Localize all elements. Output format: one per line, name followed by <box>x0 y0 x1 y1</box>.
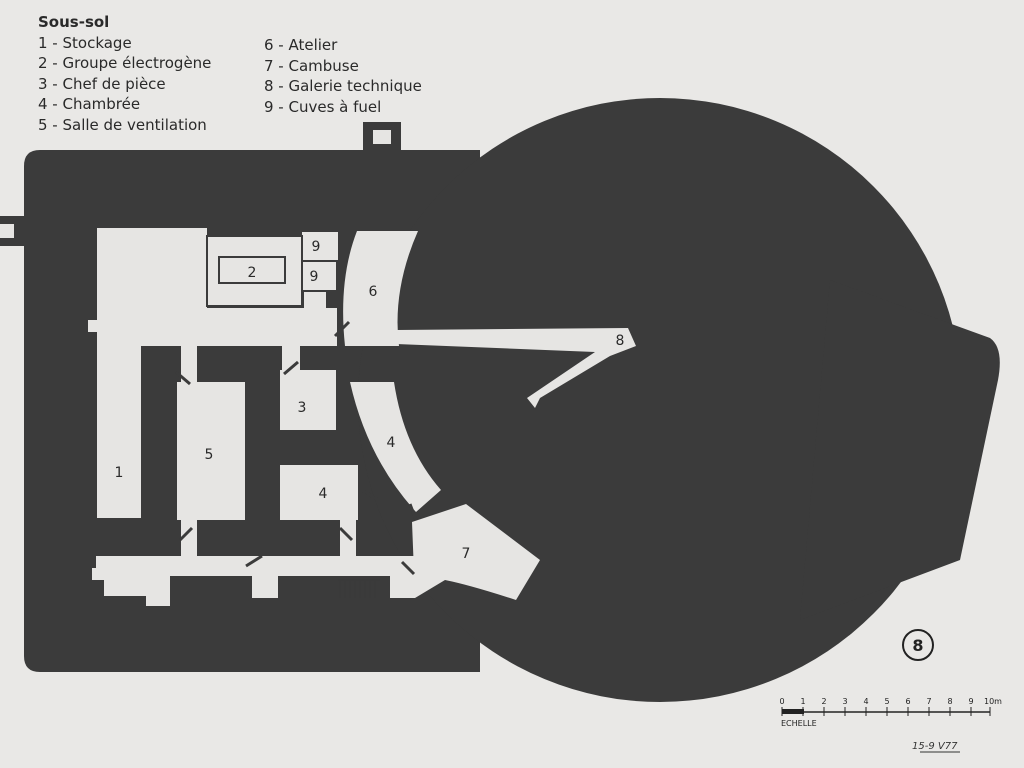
legend-item-1: 1 - Stockage <box>38 33 132 52</box>
scale-tick-6: 6 <box>905 697 910 706</box>
legend-item-5: 5 - Salle de ventilation <box>38 115 207 134</box>
concrete-mass <box>0 98 1000 702</box>
scale-label: ECHELLE <box>781 719 817 728</box>
room-6-label: 6 <box>369 284 378 300</box>
legend-title: Sous-sol <box>38 13 110 31</box>
rooms <box>88 228 636 606</box>
room-3-label: 3 <box>298 400 307 416</box>
legend-item-7: 7 - Cambuse <box>264 56 359 75</box>
room-1-label: 1 <box>115 465 124 481</box>
legend-right: 6 - Atelier 7 - Cambuse 8 - Galerie tech… <box>264 35 422 117</box>
legend-item-3: 3 - Chef de pièce <box>38 74 166 93</box>
room-8-label: 8 <box>616 333 625 349</box>
legend-left: Sous-sol 1 - Stockage 2 - Groupe électro… <box>38 12 211 135</box>
room-5-label: 5 <box>205 447 214 463</box>
legend-item-9: 9 - Cuves à fuel <box>264 97 382 116</box>
scale-tick-4: 4 <box>863 697 868 706</box>
scale-tick-0: 0 <box>779 697 784 706</box>
scale-tick-2: 2 <box>821 697 826 706</box>
legend-item-6: 6 - Atelier <box>264 36 338 54</box>
scale-bar: 0 1 2 3 4 5 6 7 8 9 10m ECHELLE <box>779 697 1002 728</box>
figure-number: 8 <box>912 636 923 655</box>
legend-item-2: 2 - Groupe électrogène <box>38 54 212 72</box>
scale-tick-10m: 10m <box>984 697 1002 706</box>
door-markers <box>175 320 418 576</box>
room-9-label-top: 9 <box>312 239 321 255</box>
scale-tick-3: 3 <box>842 697 847 706</box>
scale-tick-1: 1 <box>800 697 805 706</box>
reference-code: 15-9 V77 <box>912 741 958 752</box>
room-7-label: 7 <box>462 546 471 562</box>
room-4-label-curved: 4 <box>387 435 396 451</box>
legend-item-8: 8 - Galerie technique <box>264 77 422 95</box>
room-4-label: 4 <box>319 486 328 502</box>
stairs-hatching <box>338 579 380 598</box>
room-2-label: 2 <box>248 265 257 281</box>
scale-tick-5: 5 <box>884 697 889 706</box>
room-9-label-bottom: 9 <box>310 269 319 285</box>
legend-item-4: 4 - Chambrée <box>38 95 141 113</box>
figure-number-circle <box>902 629 934 661</box>
scale-tick-9: 9 <box>968 697 973 706</box>
scale-tick-7: 7 <box>926 697 931 706</box>
scale-tick-8: 8 <box>947 697 952 706</box>
